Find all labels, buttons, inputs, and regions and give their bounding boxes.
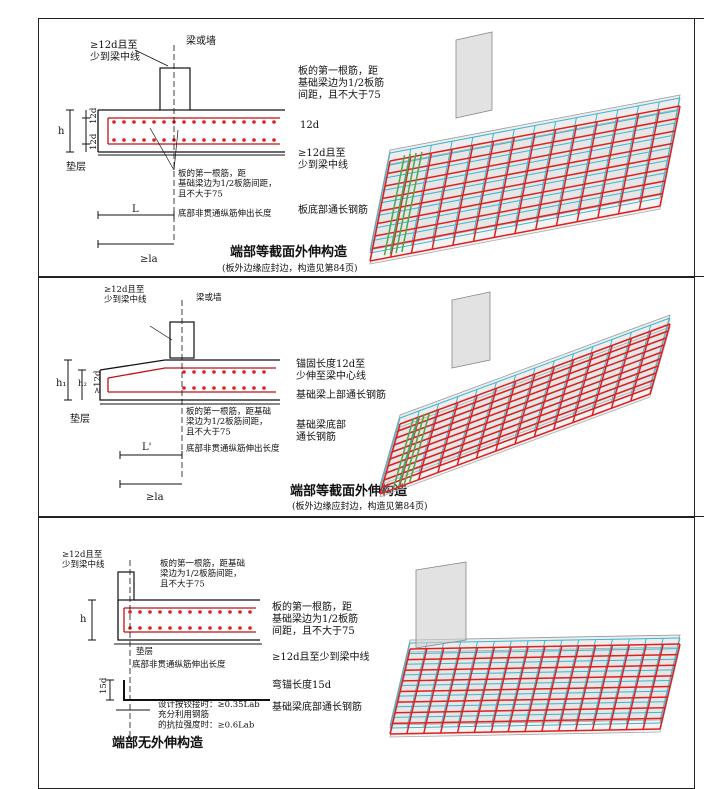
p3r-bend: 弯锚长度15d xyxy=(272,678,332,691)
panel1-3d-view xyxy=(369,31,681,265)
p3-top-note: ≥12d且至少到梁中线 xyxy=(62,550,105,570)
p2-h1: h₁ xyxy=(56,378,66,389)
panel3-section-drawing xyxy=(88,560,270,740)
p3-caption: 端部无外伸构造 xyxy=(112,735,204,751)
p2-bottom-note: 底部非贯通纵筋伸出长度 xyxy=(186,443,280,454)
p1r-12d: 12d xyxy=(300,120,320,131)
p2-12d: ≥12d xyxy=(93,370,103,394)
p3r-bottom-bar: 基础梁底部通长钢筋 xyxy=(272,700,362,713)
p1-h: h xyxy=(58,126,65,137)
p2-h2: h₂ xyxy=(78,379,87,389)
p1r-12d-beam: ≥12d且至少到梁中线 xyxy=(298,147,348,171)
p2-caption-sub: (板外边缘应封边，构造见第84页) xyxy=(292,500,427,512)
p1-12d-bot: 12d xyxy=(89,133,99,150)
p2-cushion: 垫层 xyxy=(70,412,90,425)
p3r-first-bar: 板的第一根筋，距基础梁边为1/2板筋间距，且不大于75 xyxy=(272,600,358,637)
p1r-first-bar: 板的第一根筋，距基础梁边为1/2板筋间距，且不大于75 xyxy=(298,64,384,101)
p2-L: L' xyxy=(142,442,151,453)
p2-rebar-note: 板的第一根筋，距基础梁边为1/2板筋间距，且不大于75 xyxy=(186,406,271,437)
p3r-12d-beam: ≥12d且至少到梁中线 xyxy=(272,650,370,663)
p1-cushion: 垫层 xyxy=(66,160,86,173)
panel-separator xyxy=(38,276,695,278)
p1-la: ≥la xyxy=(140,254,158,265)
p3-cushion: 垫层 xyxy=(136,646,153,657)
p1-caption-sub: (板外边缘应封边，构造见第84页) xyxy=(222,262,357,274)
p2r-top-bar: 基础梁上部通长钢筋 xyxy=(296,388,386,401)
p3-bottom-note: 底部非贯通纵筋伸出长度 xyxy=(132,659,226,670)
p1-L: L xyxy=(132,204,139,215)
frame-tick xyxy=(693,276,704,277)
p1-beam-wall: 梁或墙 xyxy=(186,34,216,47)
p2r-anchor: 锚固长度12d至少伸至梁中心线 xyxy=(296,357,366,382)
panel2-3d-view xyxy=(379,291,671,498)
p1-top-note: ≥12d且至少到梁中线 xyxy=(90,39,140,63)
p1-caption: 端部等截面外伸构造 xyxy=(230,244,348,260)
p2-caption: 端部等截面外伸构造 xyxy=(290,483,408,499)
p2-la: ≥la xyxy=(146,492,164,503)
panel-separator xyxy=(38,516,695,518)
p2r-bottom-bar: 基础梁底部通长钢筋 xyxy=(296,418,346,443)
p1-rebar-note: 板的第一根筋，距基础梁边为1/2板筋间距，且不大于75 xyxy=(178,168,277,199)
p3-h: h xyxy=(80,614,87,625)
p1-12d-top: 12d xyxy=(89,107,99,124)
frame-tick xyxy=(693,516,704,517)
p1r-bottom-bar: 板底部通长钢筋 xyxy=(298,203,368,216)
p2-beam-wall: 梁或墙 xyxy=(196,292,222,303)
p2-top-note: ≥12d且至少到梁中线 xyxy=(104,285,147,305)
panel1-section-drawing xyxy=(66,45,285,248)
p3-15d: 15d xyxy=(99,677,109,694)
panel3-3d-view xyxy=(389,561,681,738)
frame-tick xyxy=(693,18,704,19)
panel2-section-drawing xyxy=(64,300,280,488)
p3-rebar-note: 板的第一根筋，距基础梁边为1/2板筋间距，且不大于75 xyxy=(160,558,245,589)
p1-bottom-note: 底部非贯通纵筋伸出长度 xyxy=(178,208,272,219)
